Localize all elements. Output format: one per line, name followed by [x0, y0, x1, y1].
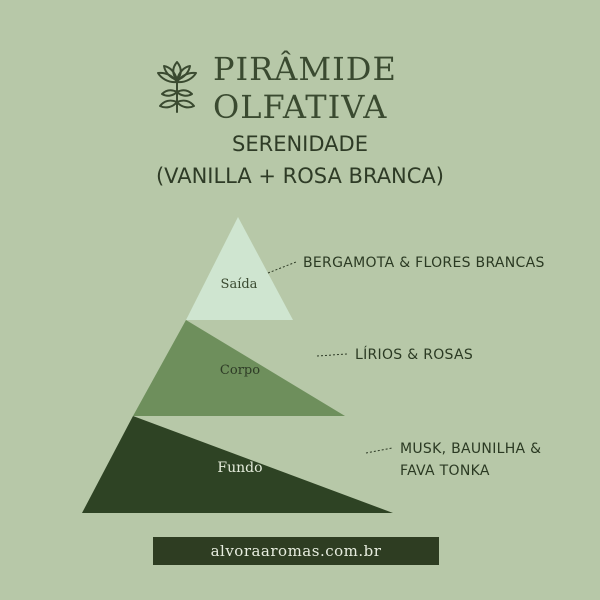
- pyramid-level-middle: [133, 320, 345, 416]
- website-link[interactable]: alvoraaromas.com.br: [153, 537, 439, 565]
- notes-top: BERGAMOTA & FLORES BRANCAS: [303, 255, 545, 271]
- fragrance-name: SERENIDADE: [232, 132, 368, 156]
- level-label-middle: Corpo: [220, 363, 260, 378]
- level-label-base: Fundo: [217, 460, 262, 476]
- connector-line-base: [365, 447, 393, 454]
- page-title: PIRÂMIDE OLFATIVA: [213, 50, 397, 126]
- notes-middle: LÍRIOS & ROSAS: [355, 347, 474, 363]
- pyramid-level-top: [186, 217, 293, 320]
- flower-sprig-icon: [157, 61, 197, 113]
- notes-base-line-1: MUSK, BAUNILHA &: [400, 441, 542, 457]
- title-line-2: OLFATIVA: [213, 88, 388, 126]
- notes-base-line-2: FAVA TONKA: [400, 463, 490, 479]
- title-line-1: PIRÂMIDE: [213, 50, 397, 88]
- notes-base: MUSK, BAUNILHA & FAVA TONKA: [400, 438, 541, 482]
- connector-line-top: [267, 261, 297, 274]
- level-label-top: Saída: [221, 277, 258, 292]
- fragrance-description: (VANILLA + ROSA BRANCA): [155, 164, 444, 188]
- pyramid-level-base: [82, 416, 393, 513]
- connector-line-middle: [316, 353, 348, 357]
